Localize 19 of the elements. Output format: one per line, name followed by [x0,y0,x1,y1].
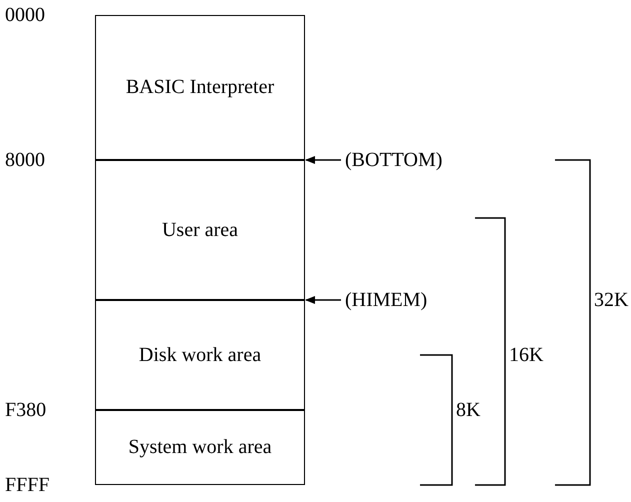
memory-region [95,300,305,410]
address-label: 8000 [5,149,45,171]
pointer-label: (BOTTOM) [345,148,442,172]
size-label: 16K [509,344,544,366]
size-label: 8K [456,399,480,421]
region-name: Disk work area [138,344,262,366]
region-name: User area [162,218,238,242]
memory-region [95,410,305,485]
address-label: FFFF [5,474,50,496]
size-label: 32K [594,289,628,311]
address-label: F380 [5,399,46,421]
pointer-label: (HIMEM) [345,288,428,312]
memory-region [95,15,305,160]
arrow [305,296,341,304]
region-name: BASIC Interpreter [126,76,274,99]
region-name: System work area [128,436,272,459]
address-label: 0000 [5,4,45,26]
arrow [305,156,341,164]
memory-region [95,160,305,300]
